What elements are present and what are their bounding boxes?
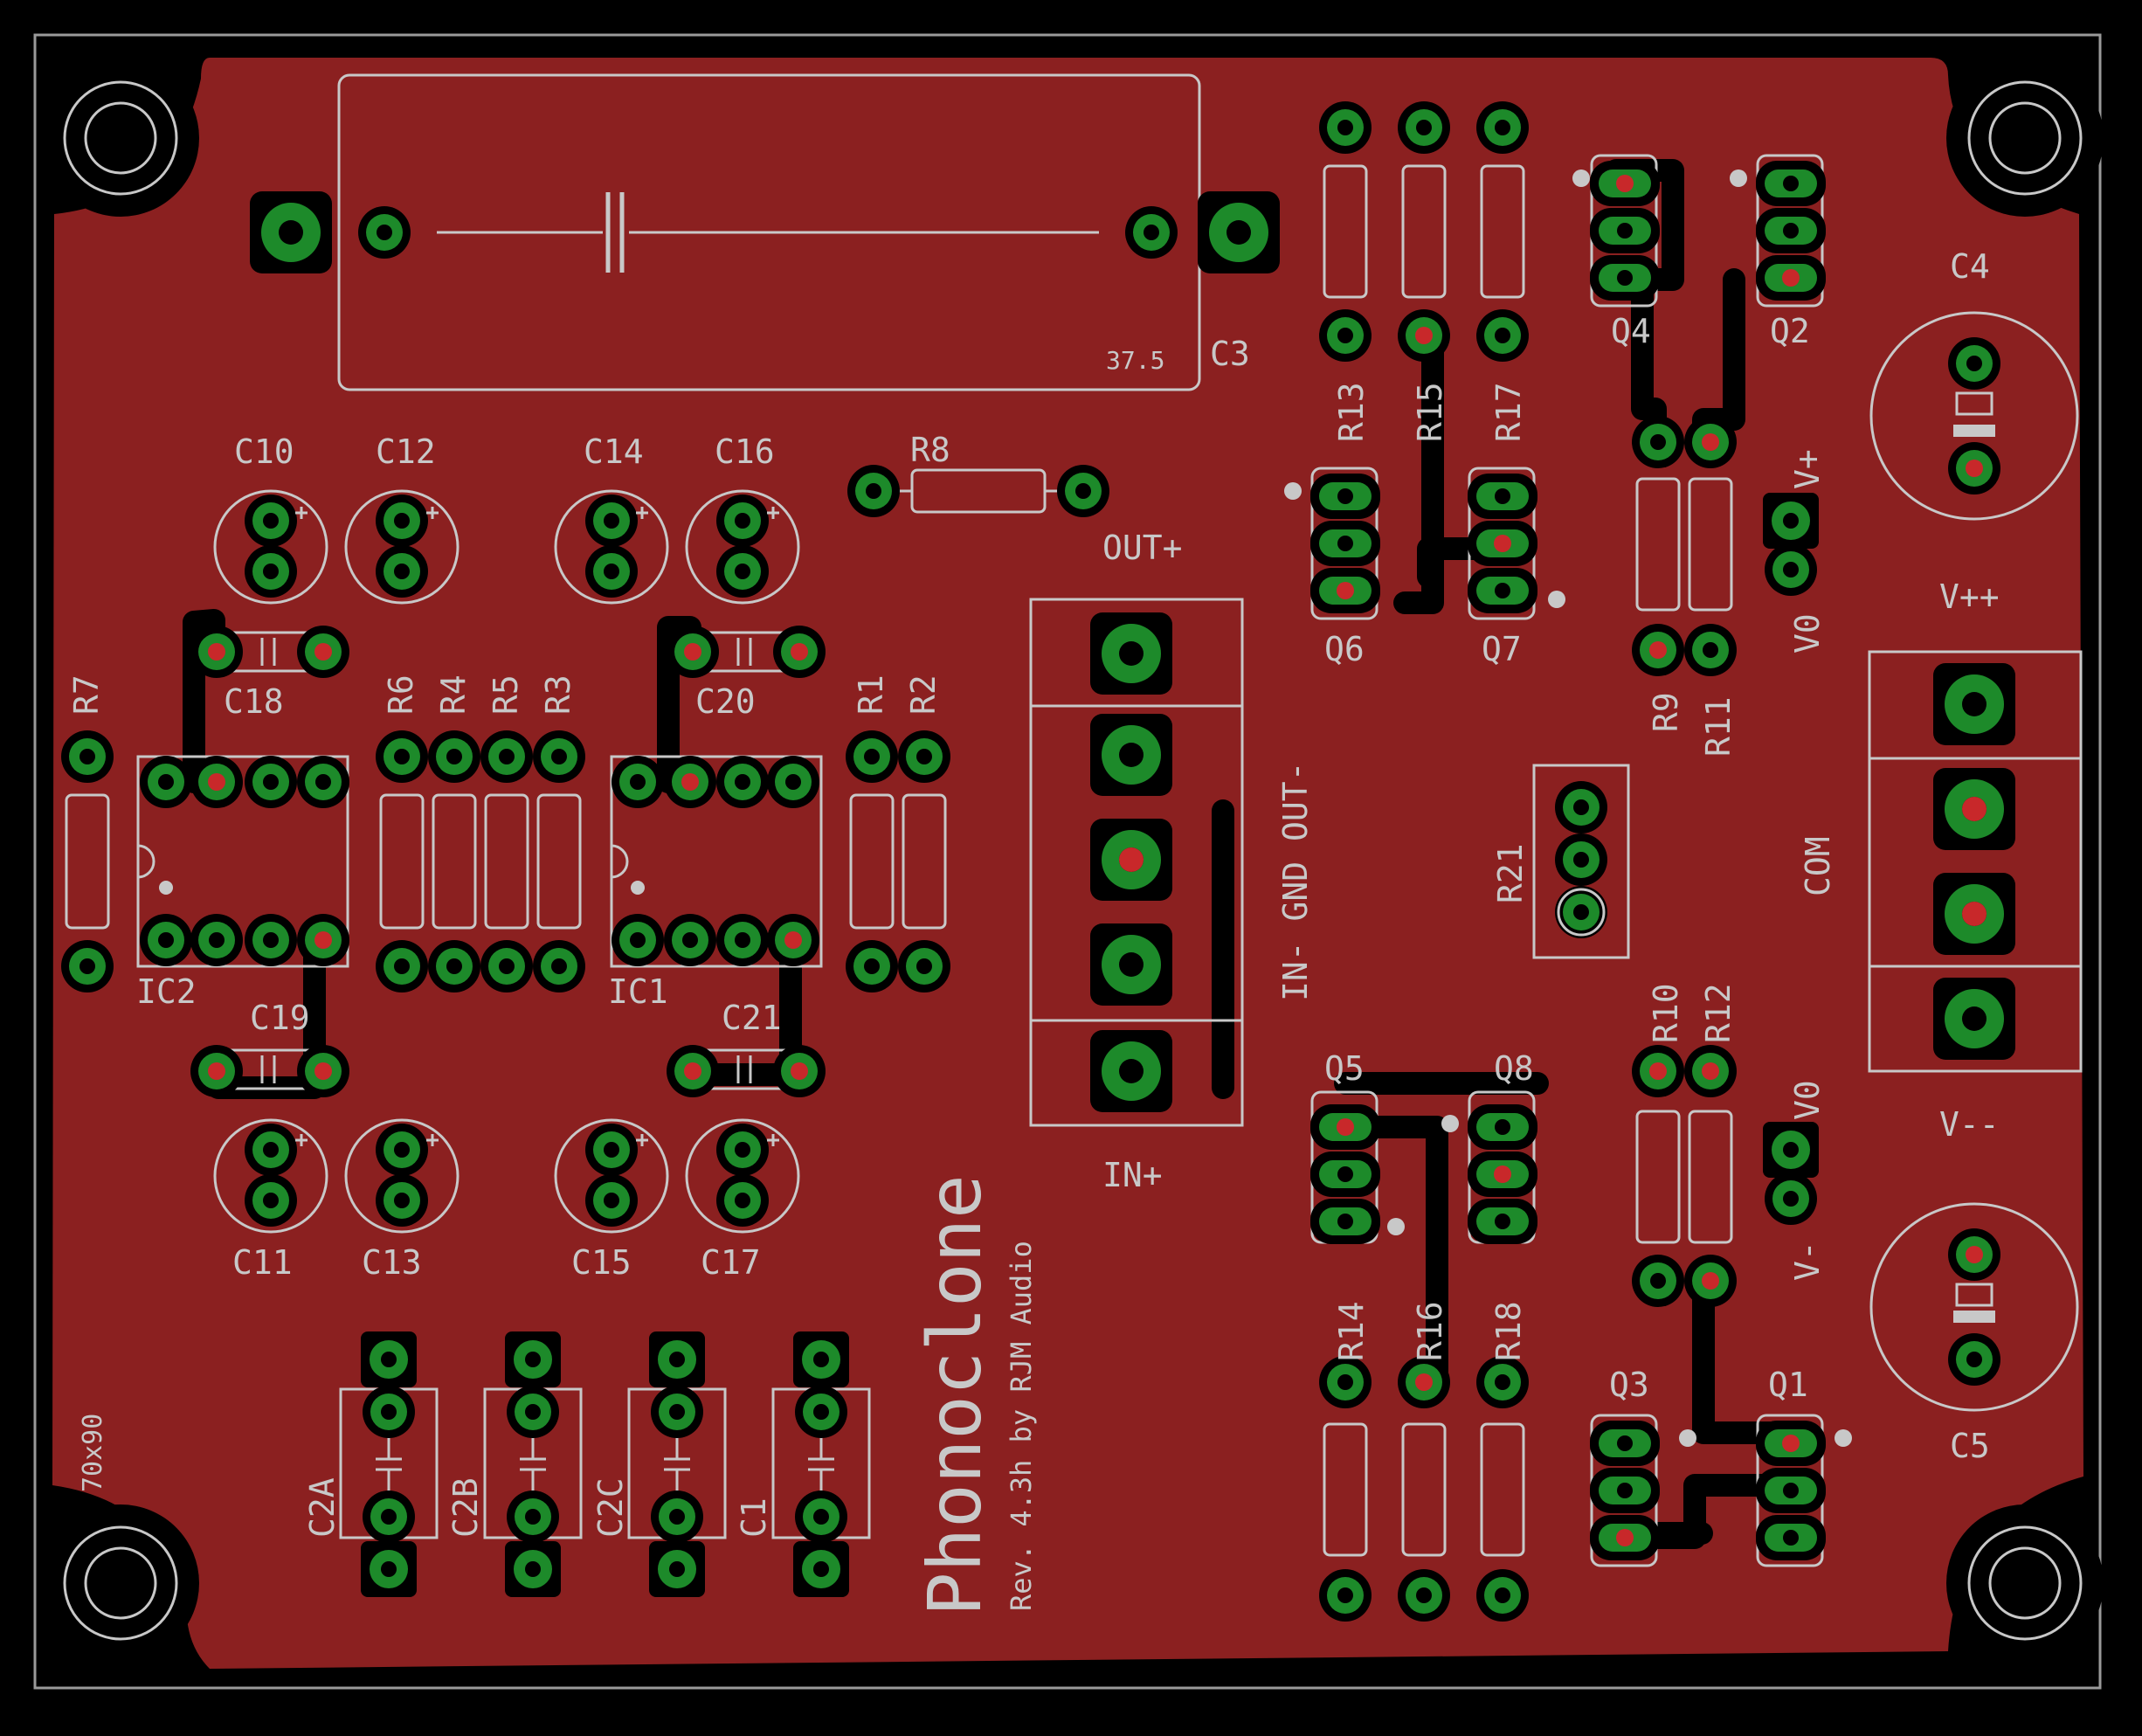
- label-C10: C10: [234, 432, 294, 471]
- label-V-minus: V-: [1788, 1241, 1827, 1281]
- label-IC1: IC1: [608, 972, 668, 1011]
- label-R3: R3: [539, 674, 577, 715]
- label-R15: R15: [1411, 382, 1449, 442]
- transistor-Q1: [1756, 1414, 1852, 1567]
- terminal-block-power: [1868, 650, 2083, 1073]
- label-R8: R8: [910, 431, 950, 469]
- label-R10: R10: [1647, 983, 1685, 1043]
- label-R12: R12: [1699, 983, 1738, 1043]
- label-R21: R21: [1491, 843, 1530, 903]
- label-C20: C20: [695, 682, 756, 721]
- mounting-hole-bottom-left: [40, 1503, 201, 1663]
- transistor-Q5: [1310, 1090, 1405, 1244]
- label-C18: C18: [224, 682, 284, 721]
- label-C3: C3: [1210, 335, 1250, 373]
- label-C15: C15: [571, 1243, 632, 1282]
- transistor-Q7: [1468, 467, 1565, 620]
- label-io-side: IN- GND OUT-: [1276, 761, 1315, 1001]
- label-R16: R16: [1411, 1301, 1449, 1361]
- terminal-block-signal: [1029, 598, 1244, 1127]
- transistor-Q6: [1284, 467, 1380, 620]
- board-title: Phonoclone: [912, 1174, 998, 1616]
- label-C11: C11: [232, 1243, 293, 1282]
- polarity-marks: [295, 507, 779, 1146]
- label-C2A: C2A: [303, 1477, 342, 1538]
- label-R11: R11: [1699, 696, 1738, 757]
- label-Q1: Q1: [1768, 1366, 1808, 1404]
- label-R9: R9: [1647, 692, 1685, 732]
- label-R6: R6: [382, 674, 420, 715]
- label-C13: C13: [362, 1243, 422, 1282]
- label-in-plus: IN+: [1102, 1156, 1163, 1194]
- label-C12: C12: [376, 432, 436, 471]
- label-C2B: C2B: [446, 1477, 485, 1538]
- label-R2: R2: [904, 674, 943, 715]
- label-Q5: Q5: [1324, 1049, 1365, 1088]
- label-out-plus: OUT+: [1102, 529, 1183, 567]
- label-vpp: V++: [1939, 578, 2000, 616]
- ic-IC2: [136, 755, 349, 968]
- electrolytic-caps: [213, 489, 800, 1234]
- label-C1: C1: [735, 1497, 773, 1538]
- transistor-Q4: [1572, 154, 1660, 308]
- label-R14: R14: [1332, 1301, 1371, 1361]
- label-R13: R13: [1332, 382, 1371, 442]
- label-Q3: Q3: [1609, 1366, 1649, 1404]
- capacitor-C3: [250, 73, 1280, 391]
- label-R5: R5: [487, 674, 525, 715]
- label-R7: R7: [67, 674, 106, 715]
- label-Q2: Q2: [1770, 312, 1810, 350]
- mounting-hole-top-right: [1945, 58, 2105, 218]
- capacitor-C5: [1869, 1202, 2079, 1412]
- transistor-Q2: [1730, 154, 1826, 308]
- capacitor-C4: [1869, 311, 2079, 521]
- label-C2C: C2C: [591, 1477, 630, 1538]
- label-C5: C5: [1950, 1427, 1990, 1465]
- label-R1: R1: [852, 674, 890, 715]
- label-C19: C19: [250, 999, 310, 1037]
- label-C17: C17: [701, 1243, 761, 1282]
- label-vmm: V--: [1939, 1105, 2000, 1144]
- label-IC2: IC2: [136, 972, 197, 1011]
- label-C3-pitch: 37.5: [1106, 346, 1164, 375]
- vertical-resistors: [65, 793, 947, 930]
- label-Q4: Q4: [1611, 312, 1651, 350]
- mounting-hole-bottom-right: [1945, 1503, 2105, 1663]
- ic-IC1: [610, 755, 823, 968]
- label-COM: COM: [1799, 836, 1837, 896]
- label-Q8: Q8: [1494, 1049, 1534, 1088]
- label-R17: R17: [1489, 382, 1528, 442]
- label-Q6: Q6: [1324, 630, 1365, 668]
- label-C16: C16: [715, 432, 775, 471]
- transistor-Q8: [1441, 1090, 1537, 1244]
- board-outline: [33, 33, 2102, 1690]
- label-V0-bot: V0: [1788, 1080, 1827, 1120]
- label-V0-top: V0: [1788, 613, 1827, 654]
- board-revision: Rev. 4.3h by RJM Audio: [1005, 1241, 1038, 1611]
- mounting-hole-top-left: [40, 58, 201, 218]
- resistors-R13-R15-R17: [1323, 164, 1733, 1557]
- board-size-label: 70x90: [78, 1414, 108, 1492]
- label-Q7: Q7: [1482, 630, 1522, 668]
- transistor-Q3: [1590, 1414, 1696, 1567]
- label-V-plus: V+: [1788, 449, 1827, 489]
- copper-pour: [52, 58, 2083, 1669]
- trimmer-R21: [1532, 764, 1630, 959]
- label-R18: R18: [1489, 1301, 1528, 1361]
- label-C21: C21: [722, 999, 782, 1037]
- label-R4: R4: [434, 674, 473, 715]
- resistor-R8: [847, 465, 1109, 517]
- label-C14: C14: [584, 432, 644, 471]
- label-C4: C4: [1950, 247, 1990, 286]
